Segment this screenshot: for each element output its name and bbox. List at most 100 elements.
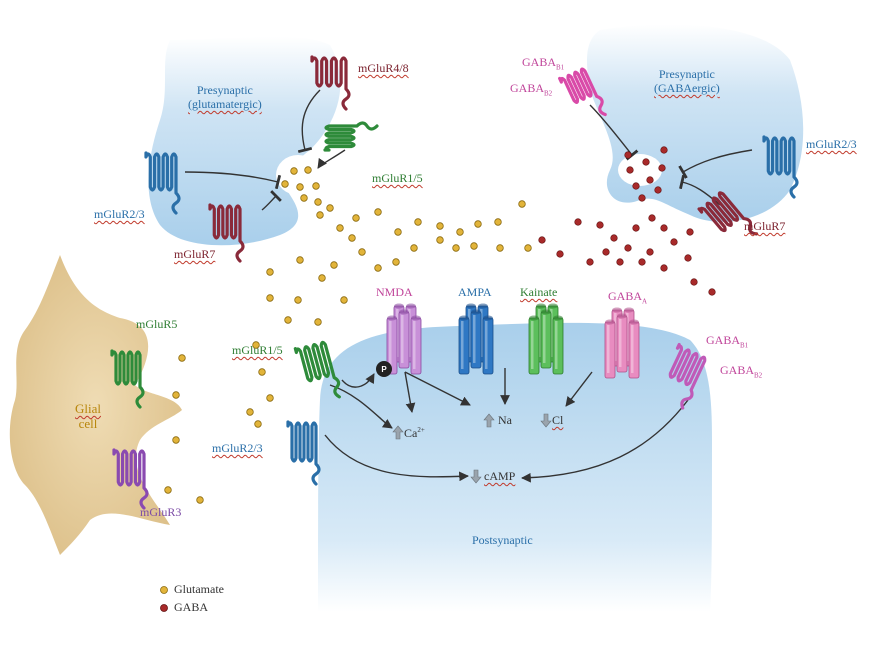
glutamate-molecule [410, 244, 418, 252]
glutamate-molecule [436, 222, 444, 230]
ampa-label: AMPA [458, 285, 492, 299]
gaba-b2-postsynaptic-label: GABAB2 [720, 363, 763, 380]
gaba-b2-postsynaptic-subscript: B2 [754, 371, 763, 380]
gaba-molecule [708, 288, 716, 296]
glutamate-molecule [294, 296, 302, 304]
legend-glutamate-label: Glutamate [174, 582, 224, 596]
gaba-vesicle-pool [618, 154, 662, 186]
chloride-label: Cl [552, 413, 564, 427]
mglur3-receptor-icon [112, 448, 149, 510]
mglur15-postsynaptic-receptor-icon [293, 340, 341, 399]
mglur23-postsynaptic-label: mGluR2/3 [212, 441, 263, 455]
mglur15-presynaptic-label: mGluR1/5 [372, 171, 423, 185]
glutamate-molecule [290, 167, 298, 175]
glutamate-molecule [266, 294, 274, 302]
calcium-label: Ca2+ [404, 426, 425, 441]
chloride-down-arrow-icon [540, 413, 552, 428]
gaba-a-text: GABA [608, 289, 643, 303]
glutamate-molecule [414, 218, 422, 226]
gaba-b1-presynaptic-text: GABA [522, 55, 557, 69]
gaba-molecule [686, 228, 694, 236]
gaba-molecule [658, 164, 666, 172]
presynaptic-glutamatergic-title: Presynaptic [196, 83, 253, 97]
presynaptic-gabaergic-subtitle: (GABAergic) [654, 80, 720, 95]
glutamate-molecule [304, 166, 312, 174]
glutamate-molecule [172, 391, 180, 399]
gaba-molecule [660, 146, 668, 154]
mglur7-presynaptic-label: mGluR7 [174, 247, 216, 261]
nmda-channel-icon [386, 303, 422, 375]
glutamate-molecule [296, 183, 304, 191]
presynaptic-glutamatergic-subtitle: (glutamatergic) [188, 96, 262, 111]
mglur23-postsynaptic-receptor-icon [286, 420, 321, 486]
glutamate-molecule [266, 268, 274, 276]
legend-gaba-label: GABA [174, 600, 209, 614]
glutamate-molecule [524, 244, 532, 252]
gaba-b1-presynaptic-label: GABAB1 [522, 55, 565, 72]
glial-cell-label: Glial cell [75, 401, 101, 432]
glutamate-molecule [296, 256, 304, 264]
gaba-b1-postsynaptic-text: GABA [706, 333, 741, 347]
glutamate-molecule [348, 234, 356, 242]
glutamate-molecule [254, 420, 262, 428]
phosphate-icon [376, 361, 392, 377]
gaba-b1-presynaptic-subscript: B1 [556, 63, 565, 72]
glutamate-molecule [456, 228, 464, 236]
gaba-molecule [610, 234, 618, 242]
glutamate-molecule [340, 296, 348, 304]
legend-glutamate-dot [160, 586, 168, 594]
gaba-b2-postsynaptic-text: GABA [720, 363, 755, 377]
presynaptic-gabaergic-label: Presynaptic (GABAergic) [654, 67, 720, 96]
gaba-molecule [616, 258, 624, 266]
gaba-molecule [556, 250, 564, 258]
glutamate-molecule [178, 354, 186, 362]
glutamate-molecule [172, 436, 180, 444]
glutamate-molecule [330, 261, 338, 269]
mglur23-gaba-label: mGluR2/3 [806, 137, 857, 151]
gaba-molecule [586, 258, 594, 266]
glutamate-molecule [316, 211, 324, 219]
gaba-b2-presynaptic-label: GABAB2 [510, 81, 552, 97]
calcium-superscript: 2+ [417, 426, 425, 434]
glutamate-molecule [314, 198, 322, 206]
glutamate-molecule [392, 258, 400, 266]
glutamate-molecule [246, 408, 254, 416]
mglur48-label: mGluR4/8 [358, 61, 409, 75]
presynaptic-glutamatergic-terminal [148, 36, 341, 246]
glial-cell-subtitle: cell [78, 415, 98, 431]
glutamate-molecule [436, 236, 444, 244]
glutamate-molecule [281, 180, 289, 188]
calcium-up-arrow-icon [392, 425, 404, 440]
glutamate-molecule [470, 242, 478, 250]
gaba-molecule [596, 221, 604, 229]
gaba-a-channel-icon [604, 307, 640, 379]
nmda-label: NMDA [376, 285, 413, 299]
mglur7-gaba-receptor-icon [697, 191, 759, 236]
glutamate-molecule [312, 182, 320, 190]
glutamate-molecule [374, 264, 382, 272]
gaba-molecule [654, 186, 662, 194]
glutamate-molecule [284, 316, 292, 324]
gaba-molecule [624, 244, 632, 252]
gaba-molecule [538, 236, 546, 244]
glutamate-molecule [336, 224, 344, 232]
glutamate-molecule [474, 220, 482, 228]
gaba-b-postsynaptic-receptor-icon [668, 342, 707, 410]
glutamate-molecule [496, 244, 504, 252]
gaba-b2-presynaptic-text: GABA [510, 81, 545, 95]
mglur5-label: mGluR5 [136, 317, 178, 331]
mglur15-postsynaptic-label: mGluR1/5 [232, 343, 283, 357]
glial-cell-title: Glial [75, 401, 101, 416]
kainate-label: Kainate [520, 285, 558, 299]
gaba-molecule [638, 258, 646, 266]
mglur7-presynaptic-receptor-icon [208, 203, 245, 263]
gaba-molecule [632, 224, 640, 232]
mglur23-presynaptic-receptor-icon [144, 151, 181, 215]
gaba-a-subscript: A [642, 297, 648, 306]
glutamate-molecule [318, 274, 326, 282]
presynaptic-gabaergic-terminal [587, 24, 804, 222]
gaba-molecule [632, 182, 640, 190]
gaba-molecule [602, 248, 610, 256]
